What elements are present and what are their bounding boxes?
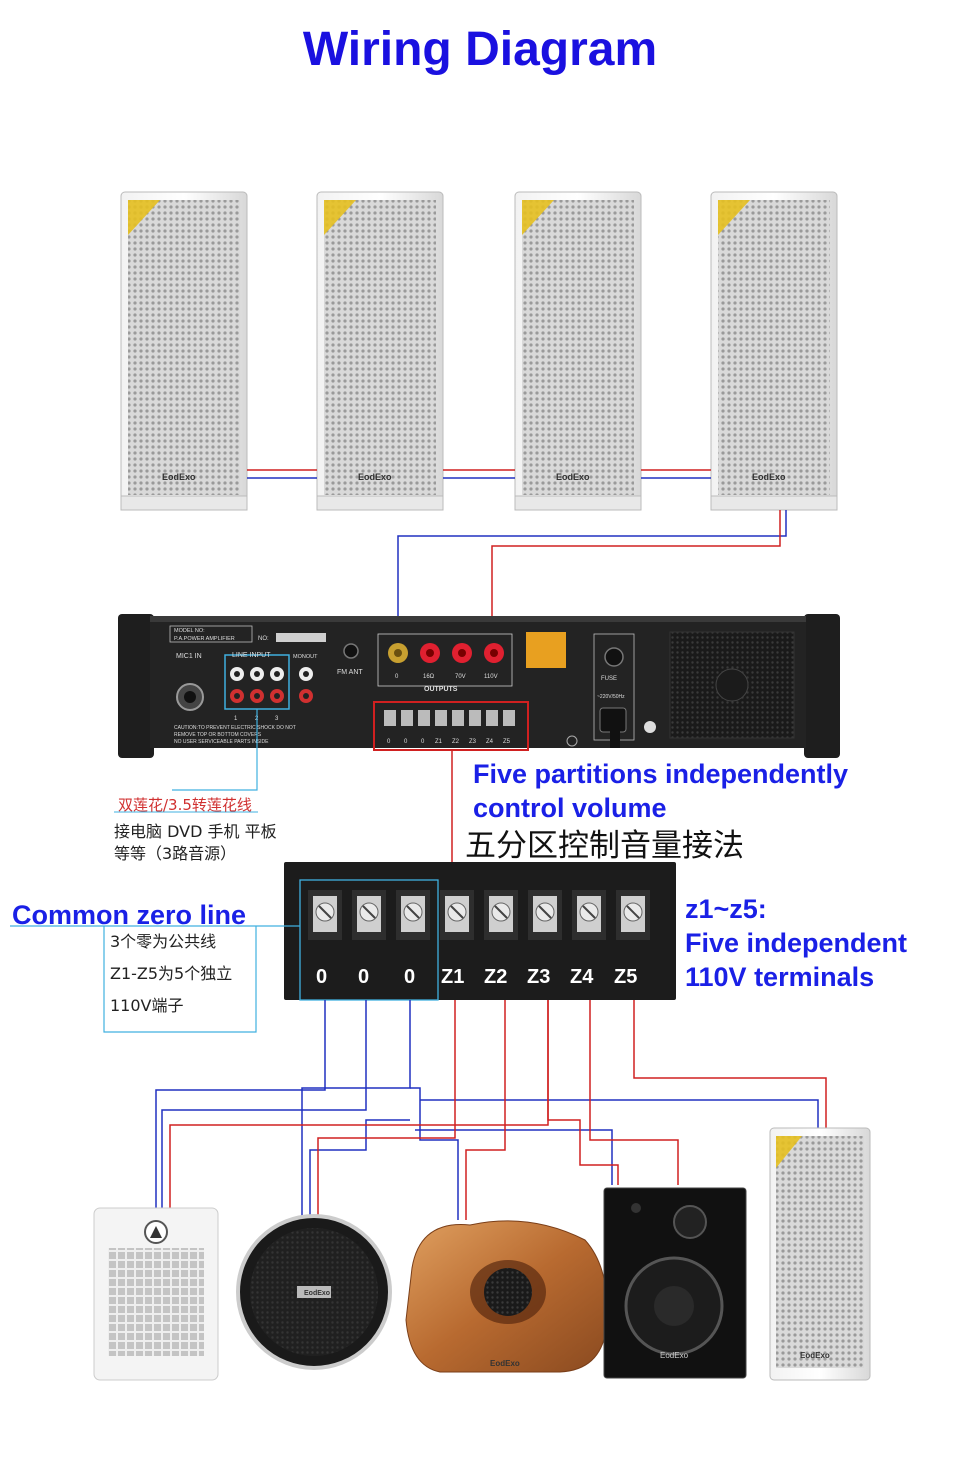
amp-zone-term: Z3 [469,739,477,745]
common-zero-label: Common zero line [12,900,247,930]
amp-caution-line: REMOVE TOP OR BOTTOM COVERS [174,732,262,738]
amp-input-number: 1 [234,716,238,722]
five-zone-zh: 五分区控制音量接法 [465,828,744,864]
amp-model-name: P.A.POWER AMPLIFIER [174,636,235,642]
source-label-line1: 接电脑 DVD 手机 平板 [114,822,277,841]
common-zero-zh-2: Z1-Z5为5个独立 [110,964,233,983]
brand-label: EodExo [752,472,786,482]
amp-caution-line: CAUTION:TO PREVENT ELECTRIC SHOCK DO NOT [174,725,296,731]
amp-input-number: 3 [275,716,279,722]
amp-power-label: ~220V/50Hz [597,694,625,700]
terminal-screw [484,890,518,940]
common-zero-box [103,926,257,1033]
brand-label: EodExo [800,1351,830,1360]
brand-label: EodExo [358,472,392,482]
common-zero-zh-1: 3个零为公共线 [110,932,217,951]
terminal-label-0a: 0 [316,966,328,988]
terminals-110v-label: 110V terminals [685,962,875,992]
amp-zone-screws [384,710,515,726]
amp-outputs-label: OUTPUTS [424,686,458,693]
amp-zone-term: Z4 [486,739,494,745]
terminal-screw [440,890,474,940]
terminal-label-0b: 0 [358,966,370,988]
terminal-label-z5: Z5 [614,966,638,988]
terminal-screw [352,890,386,940]
amp-monout-label: MONOUT [293,654,318,660]
brand-labels: EodExo EodExo EodExo EodExo EodExo EodEx… [162,472,830,1368]
common-zero-zh-3: 110V端子 [110,996,184,1015]
five-partitions-line2: control volume [473,793,667,823]
amp-out-70v: 70V [455,674,466,680]
amp-zone-term: 0 [387,739,391,745]
z-range-label: z1~z5: [685,894,767,924]
amp-no-label: NO: [258,636,269,642]
terminal-labels: 0 0 0 Z1 Z2 Z3 Z4 Z5 [300,966,676,996]
wall-speaker [93,1207,219,1381]
column-speaker-bottom [769,1127,871,1381]
brand-label: EodExo [304,1290,330,1297]
terminal-screw [528,890,562,940]
brand-label: EodExo [162,472,196,482]
terminal-label-z2: Z2 [484,966,508,988]
amp-zone-term: Z2 [452,739,460,745]
amp-fuse-label: FUSE [601,676,617,682]
rca-callout-line [172,709,258,791]
page-title: Wiring Diagram [302,23,658,76]
terminal-block [284,862,676,1001]
column-speaker-3 [514,191,642,511]
terminal-screw [396,890,430,940]
amp-zone-term: Z5 [503,739,511,745]
terminal-label-0c: 0 [404,966,416,988]
rock-speaker [405,1220,608,1373]
column-speaker-4 [710,191,838,511]
terminal-label-z3: Z3 [527,966,551,988]
rca-cable-label: 双莲花/3.5转莲花线 [118,796,252,814]
five-partitions-line1: Five partitions independently [473,759,849,789]
bottom-wires [155,1000,827,1230]
source-label-line2: 等等（3路音源） [114,844,237,863]
amp-caution-line: NO USER SERVICEABLE PARTS INSIDE [174,739,269,745]
amp-fm-label: FM ANT [337,669,363,676]
terminal-screw [308,890,342,940]
terminal-label-z4: Z4 [570,966,594,988]
amp-out-16: 16Ω [423,674,435,680]
five-independent-label: Five independent [685,928,908,958]
amp-zone-term: 0 [404,739,408,745]
top-speaker-wires [247,469,787,640]
amp-line-input-label: LINE INPUT [232,652,271,659]
ceiling-speaker [236,1214,392,1370]
amp-model-label: MODEL NO: [174,628,205,634]
rca-jacks [230,667,313,703]
amp-mic-label: MIC1 IN [176,653,202,660]
amp-out-110v: 110V [484,674,498,680]
terminal-screw [616,890,650,940]
amp-out-0: 0 [395,674,399,680]
amplifier-panel [118,614,840,758]
box-speaker [603,1187,747,1379]
terminal-label-z1: Z1 [441,966,465,988]
terminal-screw [572,890,606,940]
brand-label: EodExo [660,1351,689,1360]
amp-zone-term: Z1 [435,739,443,745]
column-speaker-1 [120,191,248,511]
column-speaker-2 [316,191,444,511]
brand-label: EodExo [490,1359,520,1368]
brand-label: EodExo [556,472,590,482]
amp-zone-term: 0 [421,739,425,745]
